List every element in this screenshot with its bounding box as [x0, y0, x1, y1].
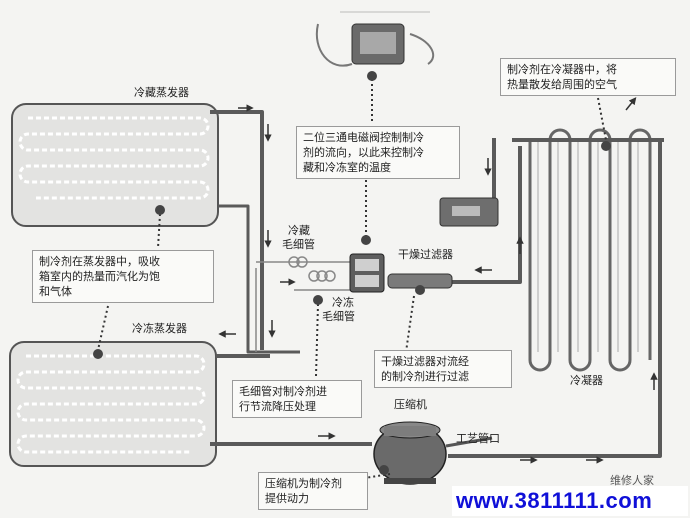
solenoid-valve: [349, 253, 385, 293]
solenoid-photo: [315, 11, 435, 67]
note-capillary-line-1: 毛细管对制冷剂进: [239, 385, 327, 398]
freezer-evaporator: [9, 341, 217, 467]
watermark-brand: 维修人家: [610, 474, 654, 487]
note-capillary: 毛细管对制冷剂进 行节流降压处理: [232, 380, 362, 418]
dryer-filter-label: 干燥过滤器: [398, 248, 453, 261]
note-solenoid-line-1: 二位三通电磁阀控制制冷: [303, 131, 424, 144]
flow-arrows: [218, 97, 658, 464]
note-condenser: 制冷剂在冷凝器中，将 热量散发给周围的空气: [500, 58, 676, 96]
condenser-label: 冷凝器: [570, 374, 603, 387]
fridge-evaporator: [11, 103, 219, 227]
leader-lines: [97, 74, 607, 481]
note-compressor-line-1: 压缩机为制冷剂: [265, 477, 342, 490]
capillary-tubes: [255, 256, 352, 352]
note-compressor: 压缩机为制冷剂 提供动力: [258, 472, 368, 510]
dryer-filter-block: [439, 197, 499, 227]
compressor: [373, 421, 493, 485]
note-compressor-line-2: 提供动力: [265, 492, 309, 505]
note-capillary-line-2: 行节流降压处理: [239, 400, 316, 413]
fridge-capillary-label-1: 冷藏: [288, 224, 310, 237]
note-evaporator-line-3: 和气体: [39, 285, 72, 298]
note-evaporator-line-1: 制冷剂在蒸发器中，吸收: [39, 255, 160, 268]
note-condenser-line-2: 热量散发给周围的空气: [507, 78, 617, 91]
freezer-evaporator-label: 冷冻蒸发器: [132, 322, 187, 335]
note-solenoid: 二位三通电磁阀控制制冷 剂的流向，以此来控制冷 藏和冷冻室的温度: [296, 126, 460, 179]
note-solenoid-line-2: 剂的流向，以此来控制冷: [303, 146, 424, 159]
fridge-capillary-label-2: 毛细管: [282, 238, 315, 251]
watermark-url: www.3811111.com: [452, 486, 688, 516]
note-condenser-line-1: 制冷剂在冷凝器中，将: [507, 63, 617, 76]
process-port-label: 工艺管口: [456, 432, 500, 445]
freezer-capillary-label-2: 毛细管: [322, 310, 355, 323]
note-filter-line-2: 的制冷剂进行过滤: [381, 370, 469, 383]
note-filter: 干燥过滤器对流经 的制冷剂进行过滤: [374, 350, 512, 388]
pointer-hands: [93, 71, 611, 475]
condenser-coils: [512, 128, 664, 372]
note-filter-line-1: 干燥过滤器对流经: [381, 355, 469, 368]
freezer-capillary-label-1: 冷冻: [332, 296, 354, 309]
note-evaporator: 制冷剂在蒸发器中，吸收 箱室内的热量而汽化为饱 和气体: [32, 250, 214, 303]
note-solenoid-line-3: 藏和冷冻室的温度: [303, 161, 391, 174]
compressor-label: 压缩机: [394, 398, 427, 411]
note-evaporator-line-2: 箱室内的热量而汽化为饱: [39, 270, 160, 283]
fridge-evaporator-label: 冷藏蒸发器: [134, 86, 189, 99]
